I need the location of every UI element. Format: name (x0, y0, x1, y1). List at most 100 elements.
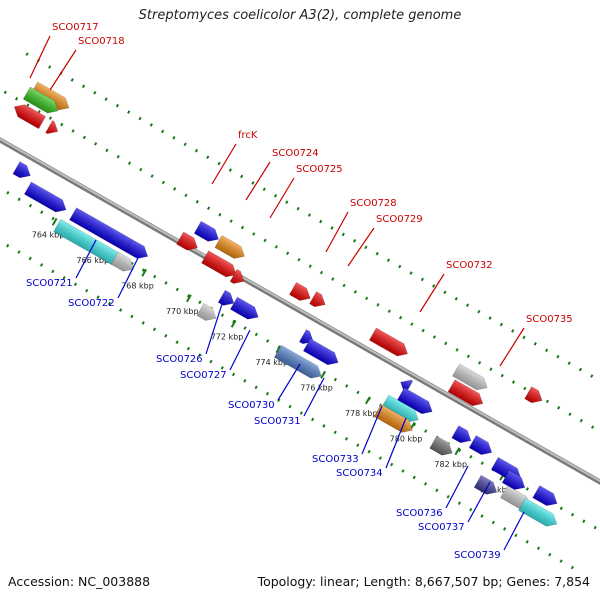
tick-label: 772 kbp (211, 332, 244, 341)
gene-feature (468, 435, 493, 455)
scale-tick (365, 396, 371, 405)
gene-feature (110, 251, 134, 272)
gene-feature (12, 161, 31, 179)
gene-label-bottom: SCO0733 (312, 454, 359, 465)
scale-tick (186, 294, 192, 303)
gene-label-top: SCO0725 (296, 164, 343, 175)
gene-arrow-shade (274, 345, 322, 379)
track-guide-line (0, 239, 575, 570)
gene-label-bottom: SCO0730 (228, 400, 275, 411)
gene-feature (302, 338, 339, 366)
scale-tick (320, 370, 326, 379)
gene-arrow-shade (23, 87, 59, 114)
gene-arrow-shade (230, 297, 259, 320)
gene-arrow-shade (30, 82, 69, 111)
label-leader-line (49, 49, 77, 91)
scale-tick (141, 268, 147, 277)
gene-arrow-shade (201, 250, 237, 277)
gene-arrow-shade (196, 303, 217, 321)
gene-arrow-shade (230, 269, 245, 284)
gene-arrow-shade (111, 252, 134, 272)
gene-feature (381, 394, 419, 423)
gene-label-top: SCO0717 (52, 22, 99, 33)
gene-arrow-shade (45, 120, 58, 134)
gene-feature (229, 296, 259, 320)
gene-arrow-shade (289, 282, 311, 301)
label-leader-line (503, 511, 525, 551)
gene-label-top: SCO0728 (350, 198, 397, 209)
gene-arrow-shade (303, 338, 339, 365)
gene-label-bottom: SCO0739 (454, 550, 501, 561)
gene-feature (501, 470, 526, 490)
label-leader-line (325, 211, 349, 253)
tick-label: 774 kbp (255, 358, 288, 367)
track-guide-line (25, 52, 600, 383)
tick-label: 766 kbp (76, 256, 109, 265)
tick-label: 764 kbp (32, 230, 65, 239)
gene-feature (13, 104, 47, 130)
label-leader-line (445, 465, 469, 509)
gene-feature (451, 425, 472, 444)
gene-arrow-shade (369, 328, 408, 357)
genome-summary-text: Topology: linear; Length: 8,667,507 bp; … (257, 574, 590, 589)
label-leader-line (419, 273, 445, 313)
gene-feature (532, 485, 558, 507)
gene-arrow-shade (500, 485, 531, 509)
label-leader-line (277, 363, 301, 401)
label-leader-line (303, 377, 325, 417)
gene-arrow-shade (518, 498, 557, 527)
gene-arrow-shade (14, 104, 46, 129)
gene-label-bottom: SCO0727 (180, 370, 227, 381)
scale-tick (51, 217, 58, 226)
gene-feature (309, 291, 326, 308)
scale-tick (454, 447, 461, 456)
gene-arrow-shade (381, 394, 419, 422)
gene-arrow-shade (469, 435, 492, 455)
label-leader-line (385, 417, 407, 469)
gene-label-bottom: SCO0736 (396, 508, 443, 519)
gene-arrow-shade (69, 207, 136, 252)
gene-labels: SCO0717SCO0718frcKSCO0724SCO0725SCO0728S… (26, 22, 573, 561)
gene-arrow-shade (125, 239, 148, 259)
tick-label: 770 kbp (166, 307, 199, 316)
gene-feature (124, 239, 149, 259)
gene-feature (473, 474, 498, 495)
gene-arrow-shade (451, 425, 471, 443)
backbone-highlight (0, 137, 600, 483)
tick-label: 780 kbp (390, 434, 423, 443)
gene-feature (452, 363, 488, 391)
genome-backbone (0, 137, 600, 485)
gene-feature (229, 268, 245, 284)
label-leader-line (347, 227, 375, 267)
gene-arrow-shade (474, 475, 497, 495)
label-leader-line (245, 161, 271, 201)
gene-feature (217, 289, 235, 306)
label-leader-line (361, 405, 383, 455)
gene-label-bottom: SCO0726 (156, 354, 203, 365)
track-guide-line (3, 90, 600, 434)
gene-arrow-shade (176, 231, 198, 251)
gene-feature (45, 120, 59, 134)
gene-feature (23, 181, 67, 213)
gene-arrow-shade (12, 161, 31, 178)
label-leader-line (75, 239, 97, 279)
label-leader-line (117, 257, 139, 299)
gene-arrow-shade (218, 290, 234, 306)
gene-feature (368, 327, 408, 357)
gene-label-bottom: SCO0731 (254, 416, 301, 427)
label-leader-line (29, 35, 51, 79)
scale-ticks: 764 kbp 766 kbp 768 kbp 770 kbp 772 kbp 774 k… (32, 217, 512, 494)
tick-label: 776 kbp (300, 383, 333, 392)
gene-feature (196, 302, 217, 321)
gene-feature (289, 282, 311, 301)
tick-label: 778 kbp (345, 409, 378, 418)
gene-label-top: SCO0732 (446, 260, 493, 271)
gene-feature (22, 86, 59, 114)
gene-arrow-shade (397, 387, 433, 414)
tick-label: 768 kbp (121, 281, 154, 290)
label-leader-line (499, 327, 525, 367)
gene-feature (518, 497, 558, 527)
gene-arrow-shade (448, 379, 483, 406)
gene-feature (193, 220, 219, 242)
